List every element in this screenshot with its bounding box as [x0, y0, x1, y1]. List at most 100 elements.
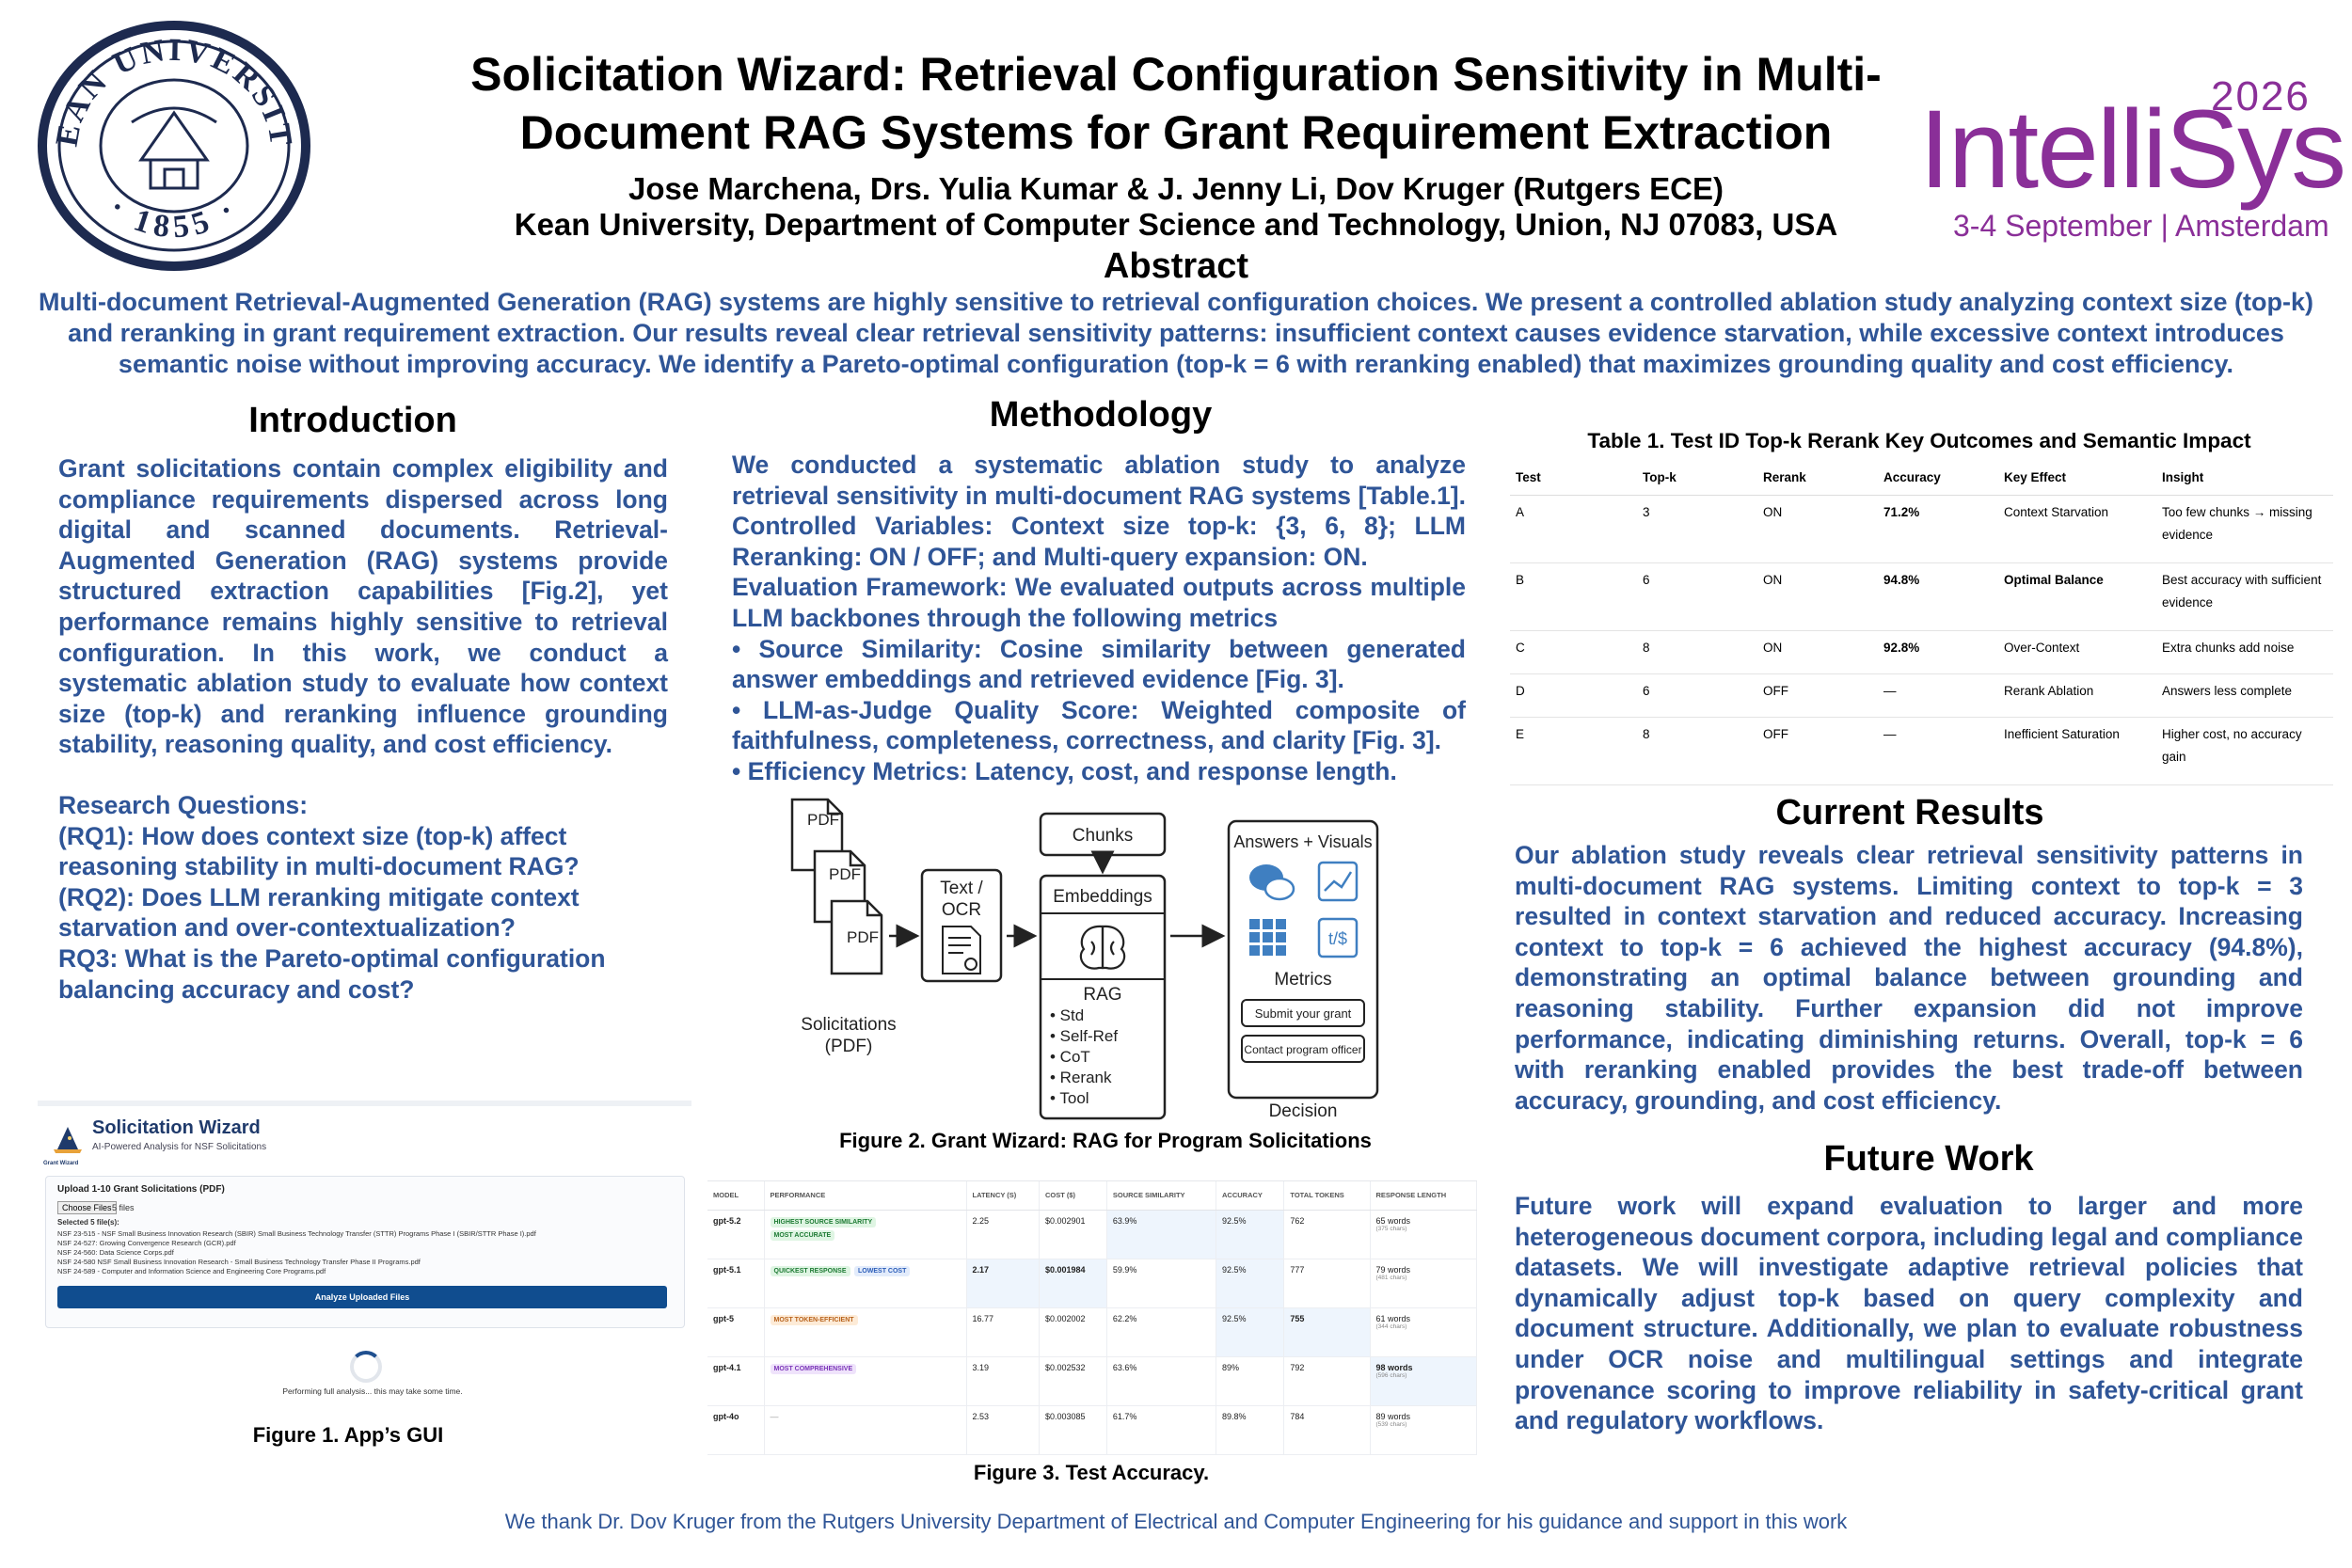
results-heading: Current Results [1775, 793, 2044, 832]
analyze-files-button[interactable]: Analyze Uploaded Files [57, 1286, 667, 1308]
rag-item-rerank: • Rerank [1050, 1069, 1112, 1086]
affiliation: Kean University, Department of Computer … [514, 207, 1838, 242]
topk: 6 [1637, 562, 1757, 631]
topk: 3 [1637, 495, 1757, 563]
accuracy: 94.8% [1878, 562, 1998, 631]
key-effect: Rerank Ablation [1998, 673, 2156, 718]
cost: $0.002002 [1039, 1307, 1107, 1357]
model-name: gpt-5.2 [707, 1210, 765, 1259]
col-similarity: SOURCE SIMILARITY [1106, 1181, 1216, 1211]
chars: (481 chars) [1375, 1274, 1407, 1281]
cost: $0.001984 [1039, 1259, 1107, 1308]
future-work-heading: Future Work [1823, 1139, 2034, 1179]
similarity: 63.6% [1106, 1356, 1216, 1406]
insight: Higher cost, no accuracy gain [2156, 717, 2333, 785]
col-insight: Insight [2156, 461, 2333, 496]
badge: MOST ACCURATE [770, 1229, 835, 1241]
contact-officer-button: Contact program officer [1244, 1043, 1361, 1056]
tokens: 784 [1283, 1405, 1371, 1455]
test-id: D [1510, 673, 1637, 718]
decision-label: Decision [1269, 1101, 1338, 1121]
accuracy: — [1878, 673, 1998, 718]
insight: Too few chunks → missing evidence [2156, 495, 2333, 563]
research-question-3: RQ3: What is the Pareto-optimal configur… [58, 943, 606, 1004]
response-length: 98 words(596 chars) [1370, 1356, 1478, 1406]
analysis-status: Performing full analysis... this may tak… [282, 1386, 463, 1396]
badge: LOWEST COST [854, 1265, 911, 1276]
col-tokens: TOTAL TOKENS [1283, 1181, 1371, 1211]
chart-icon [1317, 861, 1359, 902]
similarity: 61.7% [1106, 1405, 1216, 1455]
accuracy: 89% [1216, 1356, 1285, 1406]
model-name: gpt-4o [707, 1405, 765, 1455]
performance-badges: — [764, 1405, 967, 1455]
table-row: gpt-4o — 2.53 $0.003085 61.7% 89.8% 784 … [707, 1405, 1478, 1455]
table-row: D 6 OFF — Rerank Ablation Answers less c… [1510, 673, 2333, 718]
gui-app-title: Solicitation Wizard [92, 1117, 261, 1138]
latency: 2.25 [966, 1210, 1040, 1259]
col-accuracy: ACCURACY [1216, 1181, 1285, 1211]
accuracy: 71.2% [1878, 495, 1998, 563]
rag-label: RAG [1083, 985, 1121, 1005]
cost: $0.002901 [1039, 1210, 1107, 1259]
gui-logo-caption: Grant Wizard [43, 1161, 79, 1166]
response-length: 89 words(539 chars) [1370, 1405, 1478, 1455]
table-row: B 6 ON 94.8% Optimal Balance Best accura… [1510, 562, 2333, 631]
topk: 8 [1637, 717, 1757, 785]
response-length: 61 words(344 chars) [1370, 1307, 1478, 1357]
accuracy: 92.5% [1216, 1259, 1285, 1308]
key-effect: Over-Context [1998, 630, 2156, 674]
col-key-effect: Key Effect [1998, 461, 2156, 496]
methodology-paragraph-1: We conducted a systematic ablation study… [732, 451, 1466, 571]
rerank: OFF [1757, 673, 1878, 718]
svg-text:KEAN UNIVERSITY: KEAN UNIVERSITY [28, 19, 299, 150]
choose-files-button[interactable]: Choose Files [57, 1201, 117, 1214]
rerank: ON [1757, 630, 1878, 674]
col-length: RESPONSE LENGTH [1370, 1181, 1478, 1211]
methodology-bullet-2: • LLM-as-Judge Quality Score: Weighted c… [732, 695, 1466, 755]
figure-3-caption: Figure 3. Test Accuracy. [973, 1461, 1210, 1484]
research-question-2: (RQ2): Does LLM reranking mitigate conte… [58, 882, 580, 942]
badge: HIGHEST SOURCE SIMILARITY [770, 1216, 877, 1227]
university-seal-icon: KEAN UNIVERSITY · 1855 · [28, 19, 310, 271]
latency: 2.53 [966, 1405, 1040, 1455]
introduction-body: Grant solicitations contain complex elig… [58, 453, 668, 1005]
methodology-body: We conducted a systematic ablation study… [732, 450, 1466, 787]
metrics-label: Metrics [1274, 970, 1331, 990]
col-test: Test [1510, 461, 1637, 496]
ablation-table: Test Top-k Rerank Accuracy Key Effect In… [1510, 461, 2333, 785]
upload-card: Upload 1-10 Grant Solicitations (PDF) Ch… [45, 1176, 685, 1328]
answers-visuals-label: Answers + Visuals [1233, 832, 1372, 851]
submit-grant-button: Submit your grant [1255, 1006, 1352, 1021]
col-accuracy: Accuracy [1878, 461, 1998, 496]
brain-icon [1079, 925, 1126, 970]
embeddings-label: Embeddings [1053, 887, 1152, 907]
chars: (375 chars) [1375, 1225, 1407, 1232]
methodology-heading: Methodology [989, 395, 1213, 435]
pdf-label-2: PDF [829, 865, 861, 883]
figure-1-caption: Figure 1. App’s GUI [252, 1423, 444, 1447]
ocr-label-1: Text / [940, 879, 983, 898]
future-work-body: Future work will expand evaluation to la… [1515, 1192, 2303, 1435]
accuracy: 92.5% [1216, 1307, 1285, 1357]
words: 79 words [1375, 1264, 1411, 1275]
badge: MOST COMPREHENSIVE [770, 1363, 857, 1374]
table-row: gpt-5 MOST TOKEN-EFFICIENT 16.77 $0.0020… [707, 1307, 1478, 1357]
rag-item-std: • Std [1050, 1006, 1084, 1024]
solicitations-label: Solicitations [801, 1015, 896, 1035]
key-effect: Optimal Balance [1998, 562, 2156, 631]
table-row: E 8 OFF — Inefficient Saturation Higher … [1510, 717, 2333, 785]
latency: 2.17 [966, 1259, 1040, 1308]
chars: (344 chars) [1375, 1323, 1407, 1330]
test-accuracy-table: MODEL PERFORMANCE LATENCY (S) COST ($) S… [707, 1180, 1478, 1455]
selected-files-list: NSF 23-515 - NSF Small Business Innovati… [57, 1229, 536, 1276]
file-count: 5 files [112, 1203, 135, 1212]
poster-title: Solicitation Wizard: Retrieval Configura… [470, 48, 1882, 159]
text-dollar-icon: t/$ [1317, 917, 1359, 958]
performance-badges: QUICKEST RESPONSE LOWEST COST [764, 1259, 967, 1308]
accuracy: 92.5% [1216, 1210, 1285, 1259]
insight: Answers less complete [2156, 673, 2333, 718]
list-item: NSF 24-560: Data Science Corps.pdf [57, 1248, 174, 1257]
col-topk: Top-k [1637, 461, 1757, 496]
rerank: OFF [1757, 717, 1878, 785]
